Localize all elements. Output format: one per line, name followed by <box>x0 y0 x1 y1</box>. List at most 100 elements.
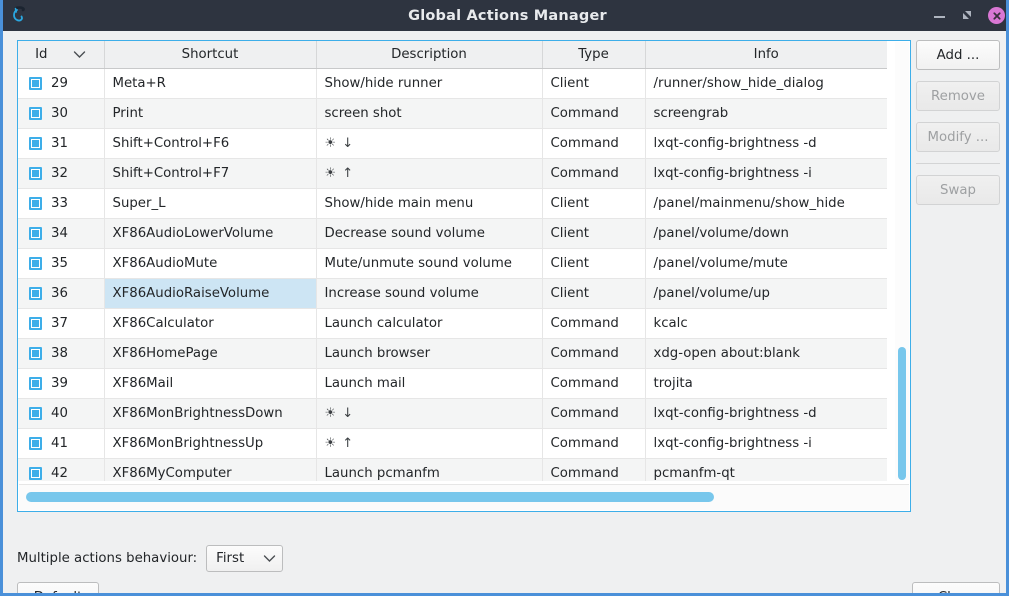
row-description-cell[interactable]: ☀ ↓ <box>316 398 543 429</box>
row-info-cell[interactable]: /runner/show_hide_dialog <box>645 68 887 99</box>
row-info-cell[interactable]: pcmanfm-qt <box>645 458 887 481</box>
row-type-cell[interactable]: Command <box>542 308 646 339</box>
remove-button[interactable]: Remove <box>916 81 1000 111</box>
row-type-cell[interactable]: Command <box>542 428 646 459</box>
checkbox-icon[interactable] <box>29 106 42 120</box>
row-id-cell[interactable]: 42 <box>18 458 105 481</box>
swap-button[interactable]: Swap <box>916 175 1000 205</box>
checkbox-icon[interactable] <box>29 196 42 210</box>
row-shortcut-cell[interactable]: Shift+Control+F6 <box>104 128 317 159</box>
column-header-description[interactable]: Description <box>316 41 543 69</box>
row-type-cell[interactable]: Command <box>542 158 646 189</box>
row-info-cell[interactable]: screengrab <box>645 98 887 129</box>
row-type-cell[interactable]: Command <box>542 368 646 399</box>
checkbox-icon[interactable] <box>29 316 42 330</box>
row-type-cell[interactable]: Client <box>542 188 646 219</box>
checkbox-icon[interactable] <box>29 436 42 450</box>
row-type-cell[interactable]: Client <box>542 68 646 99</box>
row-id-cell[interactable]: 41 <box>18 428 105 459</box>
row-info-cell[interactable]: lxqt-config-brightness -d <box>645 128 887 159</box>
row-id-cell[interactable]: 38 <box>18 338 105 369</box>
row-shortcut-cell[interactable]: Meta+R <box>104 68 317 99</box>
row-type-cell[interactable]: Command <box>542 338 646 369</box>
row-shortcut-cell[interactable]: XF86MyComputer <box>104 458 317 481</box>
row-type-cell[interactable]: Command <box>542 458 646 481</box>
column-header-shortcut[interactable]: Shortcut <box>104 41 317 69</box>
row-id-cell[interactable]: 39 <box>18 368 105 399</box>
row-type-cell[interactable]: Command <box>542 128 646 159</box>
column-header-type[interactable]: Type <box>542 41 646 69</box>
row-description-cell[interactable]: Increase sound volume <box>316 278 543 309</box>
checkbox-icon[interactable] <box>29 166 42 180</box>
row-shortcut-cell[interactable]: Super_L <box>104 188 317 219</box>
row-description-cell[interactable]: ☀ ↑ <box>316 428 543 459</box>
row-description-cell[interactable]: Launch pcmanfm <box>316 458 543 481</box>
row-id-cell[interactable]: 37 <box>18 308 105 339</box>
horizontal-scrollbar-thumb[interactable] <box>26 492 714 502</box>
row-info-cell[interactable]: lxqt-config-brightness -d <box>645 398 887 429</box>
vertical-scrollbar[interactable] <box>895 42 909 480</box>
row-id-cell[interactable]: 31 <box>18 128 105 159</box>
row-id-cell[interactable]: 40 <box>18 398 105 429</box>
row-description-cell[interactable]: ☀ ↓ <box>316 128 543 159</box>
row-shortcut-cell[interactable]: XF86AudioLowerVolume <box>104 218 317 249</box>
default-button[interactable]: Default <box>17 582 99 593</box>
vertical-scrollbar-thumb[interactable] <box>898 347 906 480</box>
modify-button[interactable]: Modify ... <box>916 122 1000 152</box>
row-info-cell[interactable]: /panel/mainmenu/show_hide <box>645 188 887 219</box>
column-header-id[interactable]: Id <box>18 41 105 69</box>
row-shortcut-cell[interactable]: XF86HomePage <box>104 338 317 369</box>
row-info-cell[interactable]: trojita <box>645 368 887 399</box>
checkbox-icon[interactable] <box>29 76 42 90</box>
row-type-cell[interactable]: Client <box>542 218 646 249</box>
checkbox-icon[interactable] <box>29 286 42 300</box>
maximize-icon[interactable] <box>960 8 976 24</box>
row-shortcut-cell[interactable]: XF86AudioRaiseVolume <box>104 278 317 309</box>
row-info-cell[interactable]: kcalc <box>645 308 887 339</box>
row-id-cell[interactable]: 29 <box>18 68 105 99</box>
row-id-cell[interactable]: 32 <box>18 158 105 189</box>
row-description-cell[interactable]: Launch calculator <box>316 308 543 339</box>
minimize-icon[interactable] <box>932 8 948 24</box>
checkbox-icon[interactable] <box>29 406 42 420</box>
row-id-cell[interactable]: 34 <box>18 218 105 249</box>
row-info-cell[interactable]: /panel/volume/mute <box>645 248 887 279</box>
row-info-cell[interactable]: lxqt-config-brightness -i <box>645 428 887 459</box>
row-shortcut-cell[interactable]: Shift+Control+F7 <box>104 158 317 189</box>
checkbox-icon[interactable] <box>29 226 42 240</box>
row-description-cell[interactable]: Mute/unmute sound volume <box>316 248 543 279</box>
checkbox-icon[interactable] <box>29 346 42 360</box>
row-info-cell[interactable]: xdg-open about:blank <box>645 338 887 369</box>
checkbox-icon[interactable] <box>29 376 42 390</box>
actions-table-scroll-area[interactable]: Id Shortcut Description Type Info <box>18 41 896 481</box>
row-description-cell[interactable]: Show/hide runner <box>316 68 543 99</box>
row-id-cell[interactable]: 33 <box>18 188 105 219</box>
checkbox-icon[interactable] <box>29 256 42 270</box>
row-description-cell[interactable]: Launch browser <box>316 338 543 369</box>
row-id-cell[interactable]: 36 <box>18 278 105 309</box>
close-icon[interactable] <box>988 7 1005 24</box>
multiple-actions-behaviour-select[interactable]: First <box>206 545 284 572</box>
close-button[interactable]: Close <box>912 582 1000 593</box>
row-shortcut-cell[interactable]: XF86Calculator <box>104 308 317 339</box>
row-shortcut-cell[interactable]: XF86AudioMute <box>104 248 317 279</box>
row-info-cell[interactable]: /panel/volume/down <box>645 218 887 249</box>
row-shortcut-cell[interactable]: XF86Mail <box>104 368 317 399</box>
row-info-cell[interactable]: lxqt-config-brightness -i <box>645 158 887 189</box>
row-description-cell[interactable]: screen shot <box>316 98 543 129</box>
row-type-cell[interactable]: Client <box>542 278 646 309</box>
